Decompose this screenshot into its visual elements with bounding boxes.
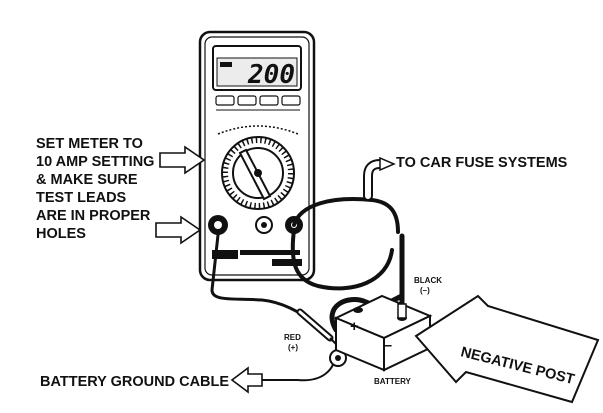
arrow-left-icon [230, 366, 263, 394]
instruction-line-2: 10 AMP SETTING [36, 154, 154, 170]
meter-button-1 [215, 95, 235, 106]
instruction-line-4: TEST LEADS [36, 190, 127, 206]
set-meter-instructions: SET METER TO 10 AMP SETTING & MAKE SURE … [36, 136, 154, 242]
lcd-display: 200 [212, 45, 302, 91]
ground-cable-label: BATTERY GROUND CABLE [40, 374, 229, 390]
meter-button-2 [237, 95, 257, 106]
battery: + – [333, 294, 433, 372]
black-lead-sign: (–) [420, 286, 430, 295]
arrow-up-right-icon [379, 156, 396, 172]
arrow-right-icon [159, 145, 206, 175]
instruction-line-3: & MAKE SURE [36, 172, 138, 188]
battery-label: BATTERY [374, 377, 412, 386]
multimeter: 200 [198, 30, 316, 282]
fuse-system-pipe [363, 159, 385, 201]
instruction-line-6: HOLES [36, 226, 86, 242]
meter-button-3 [259, 95, 279, 106]
nameplate [212, 250, 302, 266]
red-lead-label: RED [284, 333, 301, 342]
battery-minus-label: – [384, 338, 392, 354]
to-car-fuse-label: TO CAR FUSE SYSTEMS [396, 155, 568, 171]
instruction-line-1: SET METER TO [36, 136, 143, 152]
red-lead-sign: (+) [288, 343, 298, 352]
instruction-line-5: ARE IN PROPER [36, 208, 151, 224]
function-buttons [215, 95, 301, 111]
meter-button-4 [281, 95, 301, 106]
arrow-right-icon [155, 215, 202, 245]
block-arrow-icon [414, 294, 600, 404]
display-value: 200 [247, 60, 295, 90]
black-lead-label: BLACK [414, 276, 442, 285]
battery-plus-label: + [350, 319, 358, 335]
rotary-selector [217, 125, 299, 210]
